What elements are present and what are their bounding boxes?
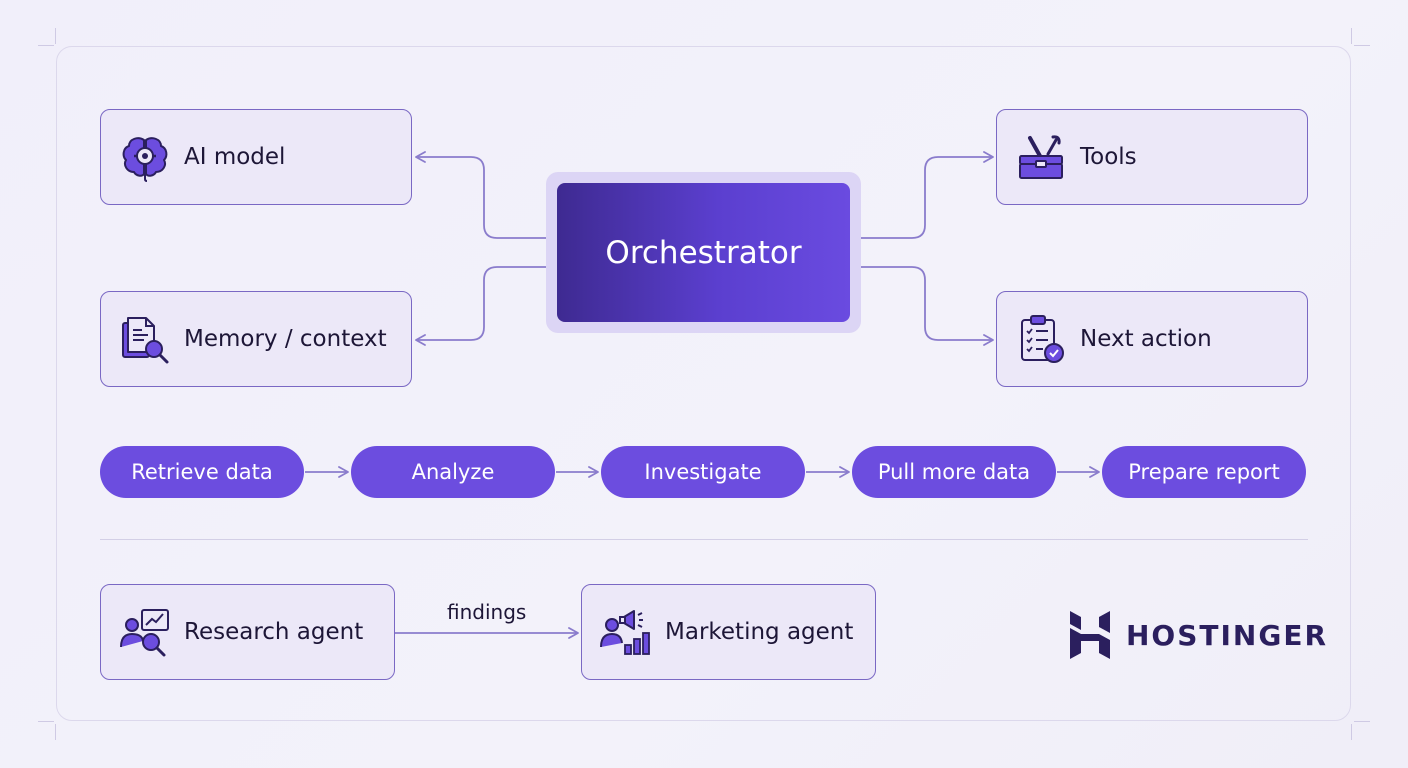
- brain-gear-icon: [116, 128, 174, 186]
- memory-context-node: Memory / context: [100, 291, 412, 387]
- document-search-icon: [116, 310, 174, 368]
- next-action-label: Next action: [1080, 326, 1212, 352]
- corner-tick: [55, 28, 56, 44]
- marketing-agent-node: Marketing agent: [581, 584, 876, 680]
- memory-context-label: Memory / context: [184, 326, 387, 352]
- toolbox-icon: [1012, 128, 1070, 186]
- pipeline-step-label: Analyze: [411, 460, 495, 484]
- pipeline-step-label: Pull more data: [877, 460, 1031, 484]
- corner-tick: [1354, 45, 1370, 46]
- checklist-icon: [1012, 310, 1070, 368]
- person-chart-search-icon: [116, 603, 174, 661]
- pipeline-step-pull-more-data: Pull more data: [852, 446, 1056, 498]
- section-divider: [100, 539, 1308, 540]
- research-agent-label: Research agent: [184, 619, 364, 645]
- corner-tick: [55, 724, 56, 740]
- hostinger-logo: HOSTINGER: [1068, 609, 1328, 661]
- pipeline-step-analyze: Analyze: [351, 446, 555, 498]
- research-agent-node: Research agent: [100, 584, 395, 680]
- pipeline-step-label: Retrieve data: [131, 460, 273, 484]
- pipeline-step-investigate: Investigate: [601, 446, 805, 498]
- marketing-agent-label: Marketing agent: [665, 619, 854, 645]
- pipeline-step-prepare-report: Prepare report: [1102, 446, 1306, 498]
- diagram-frame: [56, 46, 1351, 721]
- ai-model-node: AI model: [100, 109, 412, 205]
- ai-model-label: AI model: [184, 144, 286, 170]
- next-action-node: Next action: [996, 291, 1308, 387]
- corner-tick: [1354, 721, 1370, 722]
- hostinger-logo-text: HOSTINGER: [1126, 618, 1329, 652]
- tools-node: Tools: [996, 109, 1308, 205]
- findings-edge-label: findings: [447, 600, 527, 624]
- hostinger-logo-mark: [1070, 611, 1110, 659]
- tools-label: Tools: [1080, 144, 1137, 170]
- orchestrator-node: Orchestrator: [557, 183, 850, 322]
- pipeline-step-label: Investigate: [644, 460, 762, 484]
- pipeline-step-label: Prepare report: [1128, 460, 1280, 484]
- corner-tick: [38, 45, 54, 46]
- corner-tick: [1351, 28, 1352, 44]
- corner-tick: [1351, 724, 1352, 740]
- orchestrator-label: Orchestrator: [605, 234, 802, 271]
- person-megaphone-icon: [597, 603, 655, 661]
- pipeline-step-retrieve-data: Retrieve data: [100, 446, 304, 498]
- corner-tick: [38, 721, 54, 722]
